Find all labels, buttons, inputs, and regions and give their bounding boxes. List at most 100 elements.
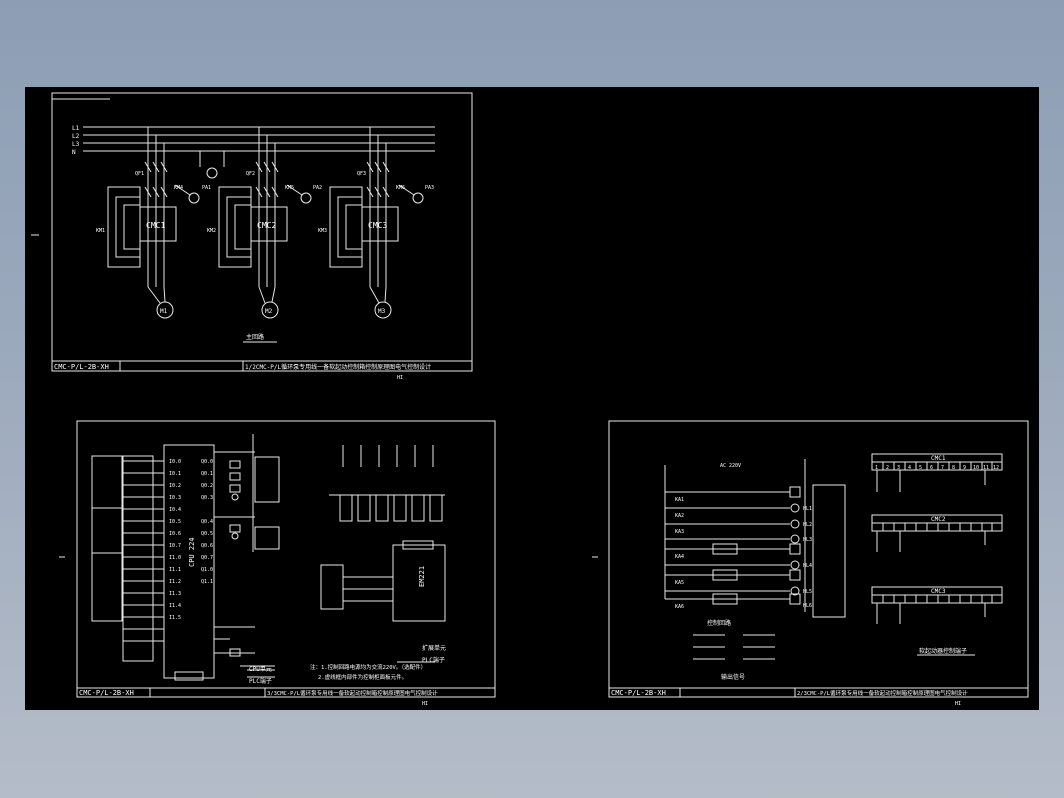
contactor-label-km3: KM3 [318,228,327,234]
output-label: Q0.1 [201,471,213,477]
sheet-3-note-2: 2.虚线框内部件为控制柜面板元件。 [318,673,407,681]
input-label: I0.6 [169,531,181,537]
lamp-label: HL3 [803,537,812,543]
relay-label: KA2 [675,513,684,519]
input-label: I1.0 [169,555,181,561]
relay-labels: KA1 KA2 KA3 KA4 KA5 KA6 [675,497,684,610]
input-label: I0.4 [169,507,181,513]
input-label: I0.2 [169,483,181,489]
terminal-strip-cmc2 [871,514,1003,532]
lamp-label: HL2 [803,522,812,528]
sheet-1-drawing-number: CMC-P/L-2B-XH [54,363,109,371]
cad-drawing: L1 L2 L3 N CMC1 CMC2 CMC3 M1 M2 M3 QF1 Q… [31,92,1029,707]
bypass-label-km6: KM6 [396,185,405,191]
terminal-block-label-cmc1: CMC1 [931,455,946,462]
sheet-2-title: 2/3CMC-P/L循环泵专用线一备软起动控制箱控制原理图电气控制设计 [797,689,968,697]
bus-label-l1: L1 [72,125,80,132]
control-rungs [665,486,801,605]
terminal-number: 7 [941,465,944,471]
starter-group-1 [107,127,200,319]
bypass-label-km4: KM4 [174,185,183,191]
terminal-number: 1 [875,465,878,471]
ext-plc-terminal-caption: PLC端子 [422,656,445,664]
sheet-3 [59,420,496,698]
motor-label-m3: M3 [378,308,386,315]
input-label: I0.5 [169,519,181,525]
starter-label-cmc1: CMC1 [146,221,165,230]
output-label: Q0.6 [201,543,213,549]
sheet-1-caption: 主回路 [246,333,264,341]
sheet-1-bus-labels: L1 L2 L3 N [72,125,80,156]
bypass-label-km5: KM5 [285,185,294,191]
terminal-number: 3 [897,465,900,471]
sheet-1-footer-mark: HI [397,375,403,381]
motor-label-m2: M2 [265,308,273,315]
cad-drawing-canvas[interactable]: L1 L2 L3 N CMC1 CMC2 CMC3 M1 M2 M3 QF1 Q… [25,87,1039,710]
input-label: I1.5 [169,615,181,621]
terminal-block-label-cmc2: CMC2 [931,516,946,523]
terminal-strip-cmc3 [871,586,1003,604]
cpu-output-labels: Q0.0 Q0.1 Q0.2 Q0.3 Q0.4 Q0.5 Q0.6 Q0.7 … [201,459,213,585]
relay-label: KA6 [675,604,684,610]
bus-label-n: N [72,149,76,156]
input-label: I1.1 [169,567,181,573]
sheet-3-drawing-number: CMC-P/L-2B-XH [79,689,134,697]
cpu-unit-caption: CPU单元 [249,665,272,673]
terminal-number: 6 [930,465,933,471]
terminal-number: 5 [919,465,922,471]
output-label: Q0.0 [201,459,213,465]
terminal-number: 9 [963,465,966,471]
relay-label: KA1 [675,497,684,503]
terminal-number: 12 [993,465,999,471]
sheet-2-drawing-number: CMC-P/L-2B-XH [611,689,666,697]
input-label: I1.3 [169,591,181,597]
output-label: Q1.0 [201,567,213,573]
contactor-label-km2: KM2 [207,228,216,234]
sheet-3-note-1: 注：1.控制回路电源均为交流220V。（选配件） [310,663,426,671]
cpu-plc-terminal-caption: PLC端子 [249,677,272,685]
ammeter-label-pa3: PA3 [425,185,434,191]
ammeter-label-pa2: PA2 [313,185,322,191]
signal-output-contacts [693,634,775,660]
ext-unit-caption: 扩展单元 [422,644,446,652]
panel-contact-array [329,445,445,522]
lamp-label: HL5 [803,589,812,595]
bus-label-l2: L2 [72,133,80,140]
terminal-number: 2 [886,465,889,471]
cpu-output-wiring [214,434,280,657]
terminal-block-label-cmc3: CMC3 [931,588,946,595]
sheet-1-title: 1/2CMC-P/L循环泵专用线一备软起动控制箱控制原理图电气控制设计 [245,363,431,371]
output-label: Q0.4 [201,519,213,525]
terminal-numbers-cmc1: 1 2 3 4 5 6 7 8 9 10 11 12 [875,465,999,471]
em221-label: EM221 [418,566,426,587]
terminal-strip-cmc1 [871,453,1003,471]
relay-label: KA5 [675,580,684,586]
motor-label-m1: M1 [160,308,168,315]
output-label: Q0.7 [201,555,213,561]
breaker-label-qf2: QF2 [246,171,255,177]
lamp-label: HL1 [803,506,812,512]
terminal-number: 11 [983,465,989,471]
output-label: Q0.3 [201,495,213,501]
sheet-2 [592,420,1029,698]
starter-label-cmc2: CMC2 [257,221,276,230]
cpu-input-wiring [123,460,164,642]
terminal-number: 4 [908,465,911,471]
relay-label: KA3 [675,529,684,535]
sheet-1 [31,92,473,372]
output-label: Q0.5 [201,531,213,537]
lamp-label: HL4 [803,563,812,569]
lamp-label: HL6 [803,603,812,609]
sheet-3-title: 3/3CMC-P/L循环泵专用线一备软起动控制箱控制原理图电气控制设计 [267,689,438,697]
lamp-labels: HL1 HL2 HL3 HL4 HL5 HL6 [803,506,812,609]
cpu-224-label: CPU 224 [188,537,196,567]
control-voltage-label: AC 220V [720,463,741,469]
sheet-3-footer-mark: HI [422,701,428,707]
input-label: I1.2 [169,579,181,585]
input-label: I0.0 [169,459,181,465]
input-label: I1.4 [169,603,181,609]
ammeter-label-pa1: PA1 [202,185,211,191]
starter-group-2 [199,127,312,319]
output-label: Q1.1 [201,579,213,585]
input-label: I0.7 [169,543,181,549]
